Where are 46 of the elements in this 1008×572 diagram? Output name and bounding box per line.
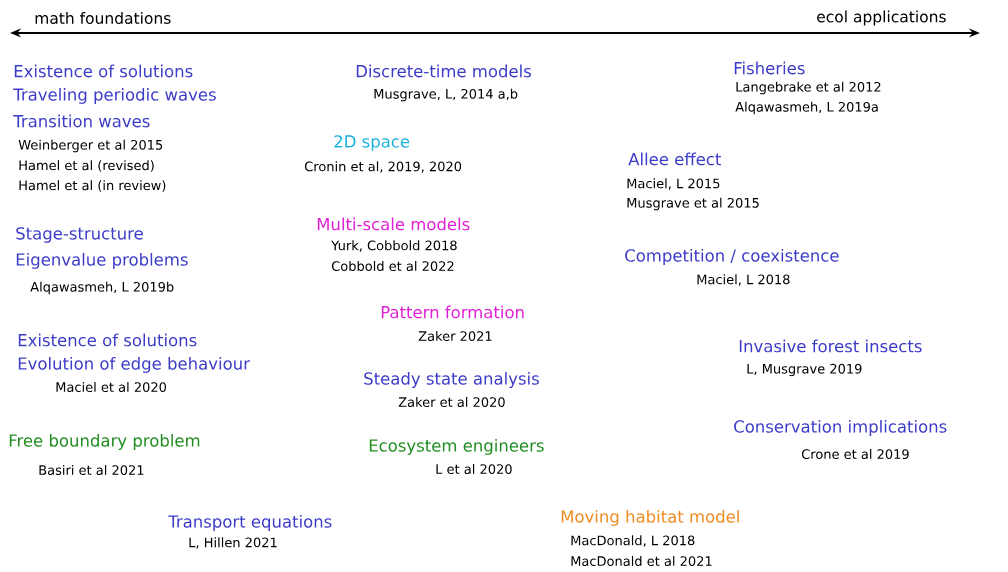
topic-heading: Moving habitat model	[561, 510, 739, 526]
topic-heading: Steady state analysis	[364, 372, 539, 388]
citation-text: Hamel et al (revised)	[19, 160, 154, 172]
citation-text: Maciel, L 2015	[627, 178, 720, 190]
citation-text: Cobbold et al 2022	[331, 260, 454, 271]
citation-text: Weinberger et al 2015	[18, 139, 163, 153]
topic-heading: Competition / coexistence	[625, 249, 839, 265]
axis-label: math foundations	[35, 12, 171, 24]
citation-text: MacDonald, L 2018	[571, 535, 695, 547]
citation-text: L, Musgrave 2019	[747, 363, 862, 377]
citation-text: Cronin et al, 2019, 2020	[304, 161, 462, 173]
citation-text: Musgrave et al 2015	[627, 197, 759, 211]
citation-text: Yurk, Cobbold 2018	[331, 240, 457, 252]
topic-heading: Existence of solutions	[14, 64, 193, 78]
topic-heading: Allee effect	[628, 152, 721, 166]
topic-heading: Conservation implications	[734, 420, 947, 436]
topic-heading: Multi-scale models	[317, 217, 470, 231]
topic-heading: 2D space	[334, 135, 410, 151]
citation-text: Alqawasmeh, L 2019a	[735, 101, 878, 115]
topic-heading: Transport equations	[168, 515, 332, 531]
citation-text: Basiri et al 2021	[39, 464, 144, 475]
citation-text: Crone et al 2019	[801, 448, 909, 459]
topic-heading: Stage-structure	[16, 227, 143, 243]
axis-label: ecol applications	[817, 10, 946, 26]
topic-heading: Transition waves	[13, 114, 150, 128]
citation-text: Musgrave, L, 2014 a,b	[374, 88, 518, 102]
citation-text: MacDonald et al 2021	[571, 555, 712, 566]
topic-heading: Eigenvalue problems	[16, 253, 188, 269]
topic-heading: Traveling periodic waves	[13, 88, 216, 104]
topic-heading: Fisheries	[734, 61, 805, 75]
topic-heading: Ecosystem engineers	[369, 439, 544, 455]
citation-text: Zaker et al 2020	[398, 396, 505, 407]
topic-heading: Free boundary problem	[9, 434, 200, 450]
citation-text: L, Hillen 2021	[189, 537, 277, 549]
citation-text: Hamel et al (in review)	[19, 180, 166, 192]
citation-text: Alqawasmeh, L 2019b	[30, 281, 174, 295]
citation-text: Maciel et al 2020	[56, 381, 167, 392]
topic-heading: Evolution of edge behaviour	[18, 357, 250, 373]
citation-text: L et al 2020	[436, 463, 512, 474]
topic-heading: Invasive forest insects	[739, 339, 922, 353]
citation-text: Maciel, L 2018	[697, 274, 790, 286]
topic-heading: Pattern formation	[381, 305, 524, 319]
citation-text: Langebrake et al 2012	[736, 81, 881, 95]
citation-text: Zaker 2021	[418, 330, 492, 341]
topic-heading: Existence of solutions	[18, 333, 197, 347]
topic-heading: Discrete-time models	[356, 64, 531, 78]
